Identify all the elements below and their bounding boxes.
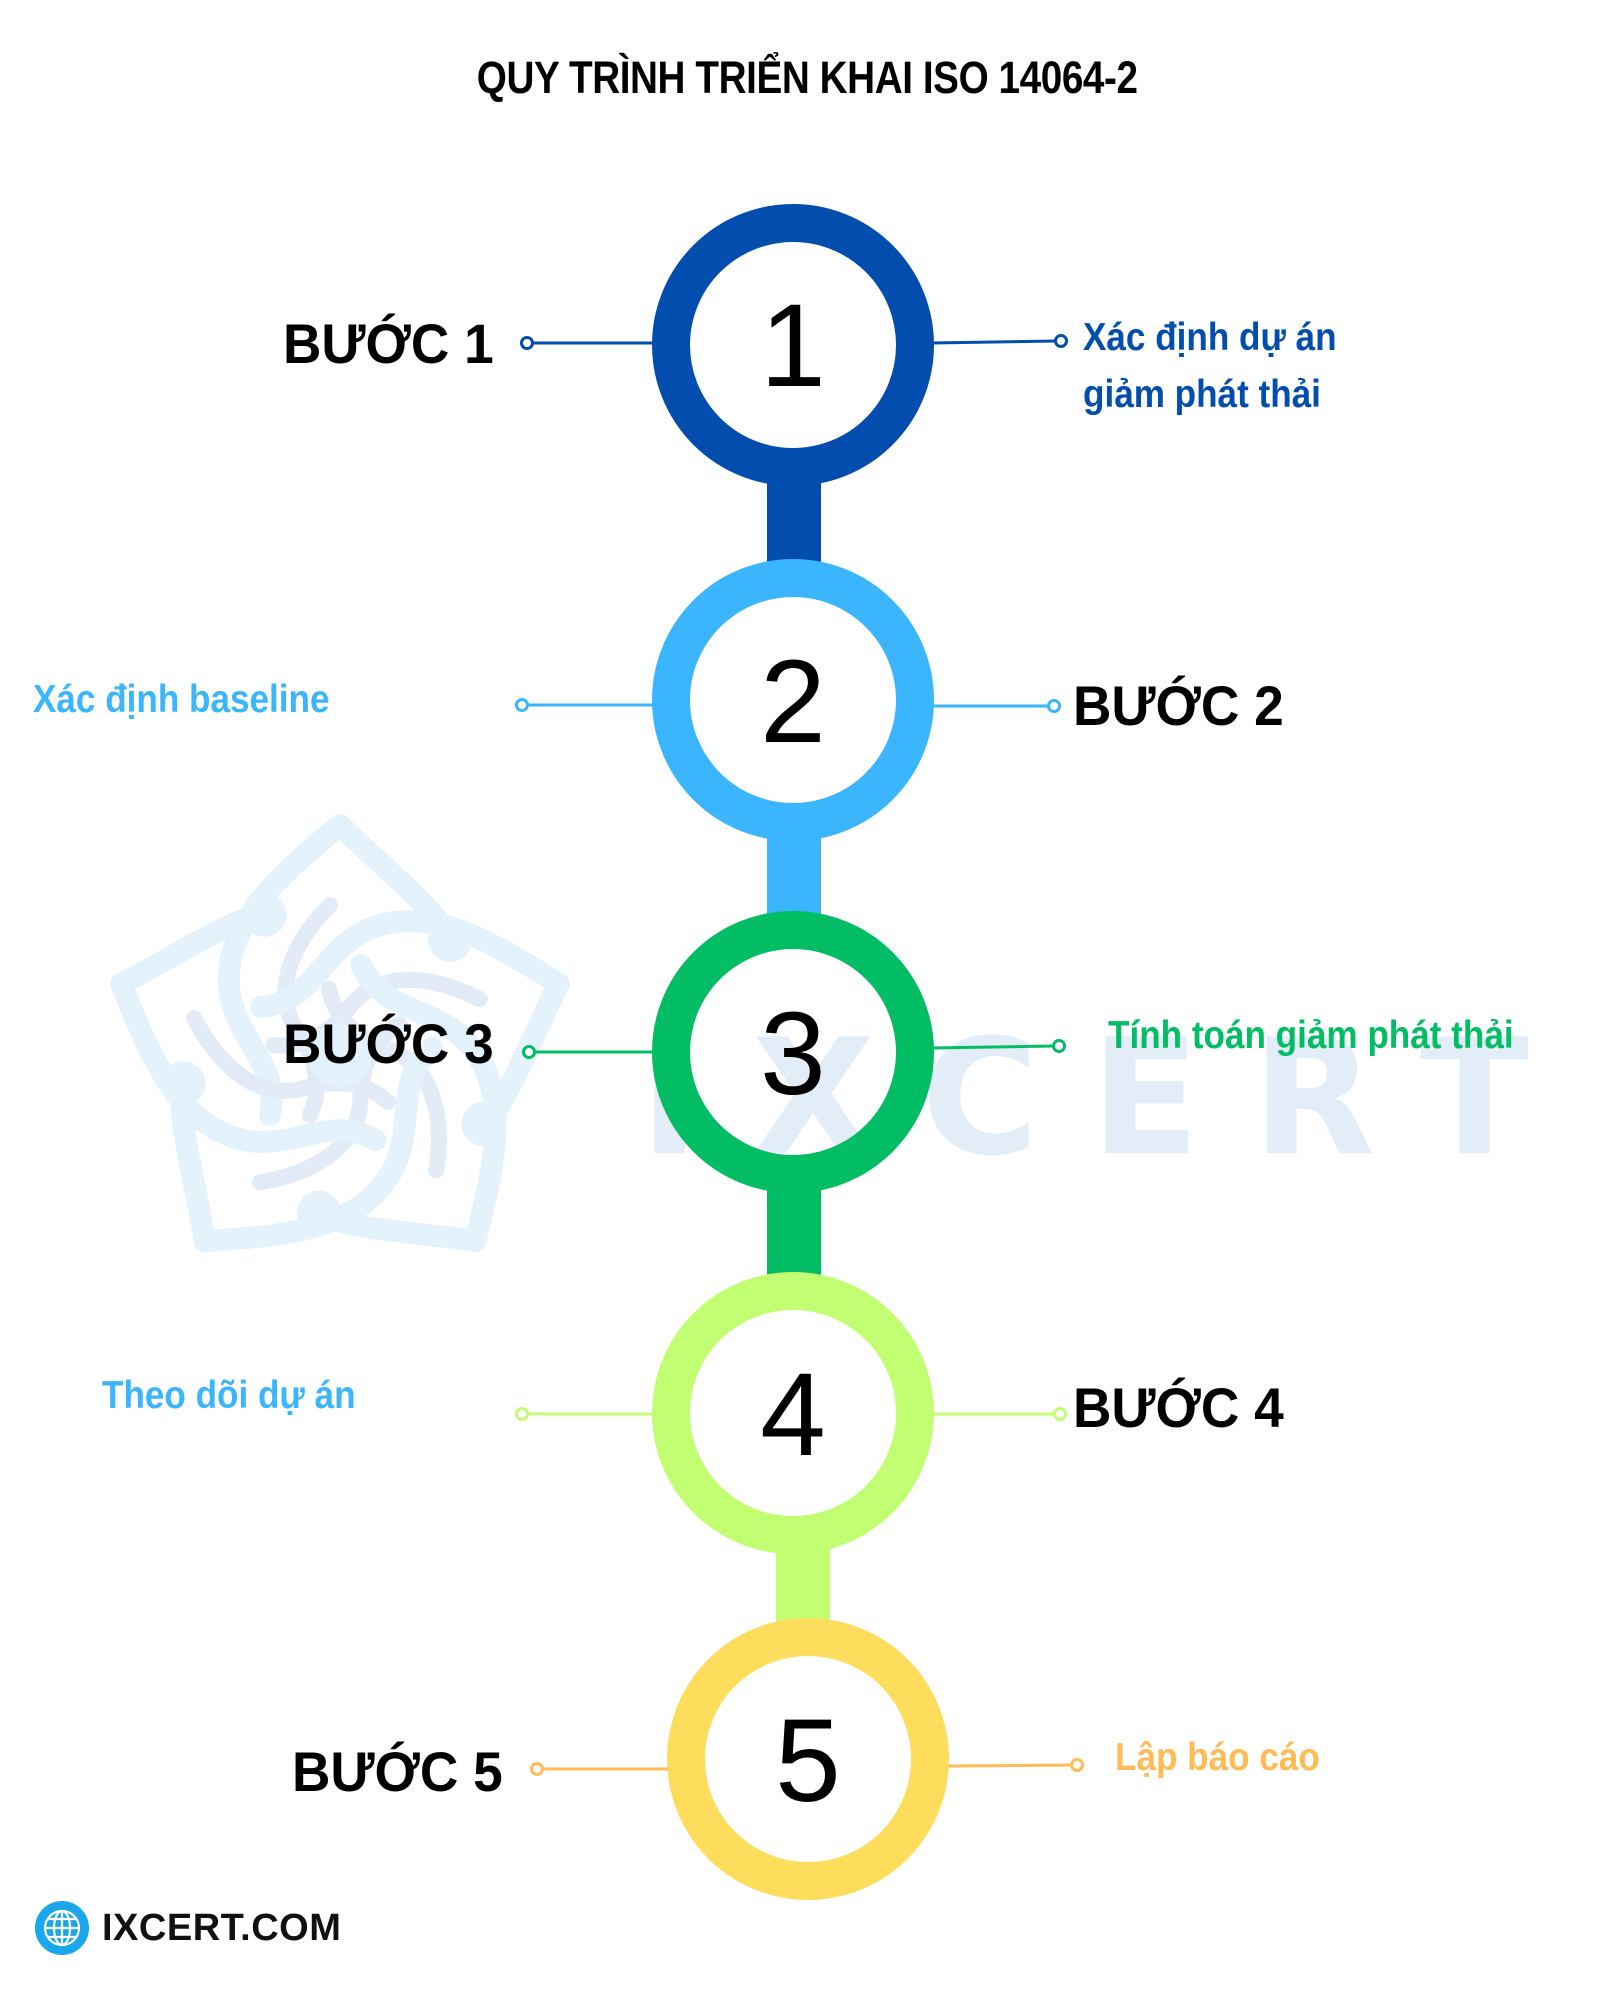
step-2-label: BƯỚC 2 xyxy=(1073,674,1284,737)
step-1-label: BƯỚC 1 xyxy=(283,312,494,375)
connector-dot xyxy=(522,1045,536,1059)
step-3-ring xyxy=(652,911,934,1193)
step-5-number: 5 xyxy=(775,1695,841,1827)
stem-3-4 xyxy=(767,1175,821,1290)
footer-website: IXCERT.COM xyxy=(102,1906,342,1949)
step-2-number: 2 xyxy=(760,636,826,768)
footer-brand[interactable]: IXCERT.COM xyxy=(34,1900,341,1956)
connector-dot xyxy=(1070,1758,1084,1772)
step-2-ring xyxy=(652,559,934,841)
step-1-ring xyxy=(652,204,934,486)
title-text: QUY TRÌNH TRIỂN KHAI ISO 14064-2 xyxy=(477,52,1138,103)
page-title: QUY TRÌNH TRIỂN KHAI ISO 14064-2 xyxy=(0,52,1615,104)
connector-dot xyxy=(1047,699,1061,713)
step-4-ring xyxy=(652,1272,934,1554)
step-5-description: Lập báo cáo xyxy=(1115,1736,1320,1779)
step-3-description: Tính toán giảm phát thải xyxy=(1108,1014,1514,1057)
connector-dot xyxy=(1054,334,1068,348)
step-3-number: 3 xyxy=(760,988,826,1120)
connector-dot xyxy=(515,1407,529,1421)
connector-dot xyxy=(520,336,534,350)
watermark-text: IXCERT xyxy=(640,1004,1582,1191)
step-4-label: BƯỚC 4 xyxy=(1073,1376,1284,1439)
connector-dot xyxy=(1053,1407,1067,1421)
step-5-label: BƯỚC 5 xyxy=(292,1740,503,1803)
step-4-number: 4 xyxy=(760,1349,826,1481)
step-1-description: Xác định dự án giảm phát thải xyxy=(1083,316,1337,416)
step-4-description: Theo dõi dự án xyxy=(102,1374,356,1417)
step-2-description: Xác định baseline xyxy=(33,678,330,721)
connector-dot xyxy=(530,1762,544,1776)
connector-dot xyxy=(1052,1039,1066,1053)
step-3-label: BƯỚC 3 xyxy=(283,1012,494,1075)
step-5-ring xyxy=(667,1618,949,1900)
step-1-number: 1 xyxy=(760,280,826,412)
globe-icon xyxy=(35,1901,89,1955)
connector-dot xyxy=(515,698,529,712)
